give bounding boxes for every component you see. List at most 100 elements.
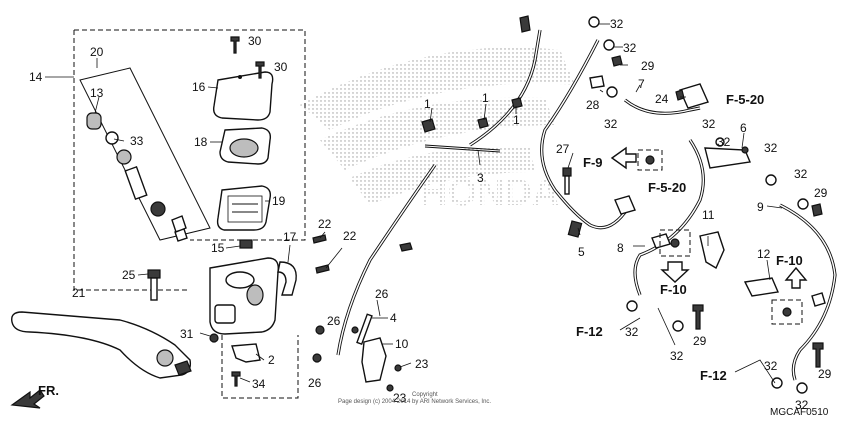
lower-bracket-dash bbox=[221, 335, 299, 399]
joint-6 bbox=[704, 137, 751, 169]
f12-leaders bbox=[619, 307, 776, 384]
callout-22-a: 22 bbox=[318, 217, 332, 231]
callout-2: 2 bbox=[268, 353, 275, 367]
callout-32-b: 32 bbox=[623, 41, 637, 55]
lower-washers-bolts bbox=[626, 174, 824, 394]
reference-labels: F-5-20 F-5-20 F-9 F-10 F-10 F-12 F-12 FR… bbox=[38, 92, 803, 398]
callout-30-a: 30 bbox=[248, 34, 262, 48]
piston-kit-parts bbox=[86, 112, 188, 242]
front-direction-arrow bbox=[10, 389, 45, 409]
ref-f-12-right: F-12 bbox=[700, 368, 727, 383]
master-cylinder-body bbox=[209, 257, 279, 335]
callout-23-b: 23 bbox=[393, 391, 407, 405]
callout-32-a: 32 bbox=[610, 17, 624, 31]
callout-16: 16 bbox=[192, 80, 206, 94]
clip-12 bbox=[743, 277, 803, 325]
ref-f-10-right: F-10 bbox=[776, 253, 803, 268]
callout-29-a: 29 bbox=[641, 59, 655, 73]
f10-arrows bbox=[660, 261, 808, 289]
callout-26-a: 26 bbox=[375, 287, 389, 301]
ref-f-12-left: F-12 bbox=[576, 324, 603, 339]
callout-26-c: 26 bbox=[308, 376, 322, 390]
switch-15 bbox=[239, 239, 253, 249]
cable-3 bbox=[421, 15, 542, 153]
piston bbox=[124, 165, 148, 201]
holder-17 bbox=[277, 261, 297, 296]
hose-8 bbox=[633, 139, 705, 296]
callout-1-c: 1 bbox=[513, 113, 520, 127]
callout-26-b: 26 bbox=[327, 314, 341, 328]
brake-lever-21 bbox=[11, 311, 192, 379]
hose-9 bbox=[779, 203, 837, 381]
washer bbox=[116, 149, 132, 165]
callout-29-c: 29 bbox=[693, 334, 707, 348]
callout-9: 9 bbox=[757, 200, 764, 214]
callout-32-c: 32 bbox=[604, 117, 618, 131]
callout-31: 31 bbox=[180, 327, 194, 341]
callout-32-g: 32 bbox=[794, 167, 808, 181]
ref-f-5-20-top: F-5-20 bbox=[726, 92, 764, 107]
ref-f-5-20-mid: F-5-20 bbox=[648, 180, 686, 195]
callout-1-a: 1 bbox=[424, 97, 431, 111]
callout-29-d: 29 bbox=[818, 367, 832, 381]
callout-27: 27 bbox=[556, 142, 570, 156]
screw-34 bbox=[231, 371, 241, 387]
part-13-boot bbox=[86, 112, 102, 130]
callout-32-h: 32 bbox=[625, 325, 639, 339]
bracket-2 bbox=[231, 343, 261, 363]
cup-seal bbox=[150, 201, 166, 217]
callout-8: 8 bbox=[617, 241, 624, 255]
spring bbox=[171, 215, 188, 242]
callout-labels: 1 1 1 2 3 4 5 6 7 8 9 10 11 12 13 14 15 … bbox=[29, 17, 832, 412]
part-33-circlip bbox=[105, 131, 119, 145]
bolt-27 bbox=[562, 167, 572, 195]
callout-5: 5 bbox=[578, 245, 585, 259]
callout-32-f: 32 bbox=[764, 141, 778, 155]
callout-10: 10 bbox=[395, 337, 409, 351]
diaphragm-19 bbox=[216, 185, 272, 231]
bolts-22 bbox=[312, 234, 330, 274]
callout-28: 28 bbox=[586, 98, 600, 112]
callout-11: 11 bbox=[702, 208, 715, 222]
callout-32-d: 32 bbox=[702, 117, 716, 131]
clip-11 bbox=[659, 229, 725, 270]
ref-f-10-left: F-10 bbox=[660, 282, 687, 297]
bolts-30 bbox=[230, 36, 265, 79]
callout-24: 24 bbox=[655, 92, 669, 106]
callout-1-b: 1 bbox=[482, 91, 489, 105]
callout-17: 17 bbox=[283, 230, 297, 244]
callout-23-a: 23 bbox=[415, 357, 429, 371]
callout-21: 21 bbox=[72, 286, 86, 300]
callout-6: 6 bbox=[740, 121, 747, 135]
callout-14: 14 bbox=[29, 70, 43, 84]
callout-33: 33 bbox=[130, 134, 144, 148]
ref-f-9: F-9 bbox=[583, 155, 603, 170]
front-label: FR. bbox=[38, 383, 59, 398]
screws-26-small bbox=[312, 325, 359, 363]
upper-fittings bbox=[588, 16, 623, 98]
callout-32-k: 32 bbox=[795, 398, 809, 412]
hose-5 bbox=[540, 39, 636, 238]
callout-7: 7 bbox=[638, 77, 645, 91]
nut-31 bbox=[209, 333, 219, 343]
watermark-text: HONDA bbox=[420, 172, 559, 214]
bolt-25 bbox=[147, 269, 161, 301]
callout-34: 34 bbox=[252, 377, 266, 391]
copyright-line-2: Page design (c) 2004-2014 by ARI Network… bbox=[338, 399, 491, 405]
callout-18: 18 bbox=[194, 135, 208, 149]
honda-wing-watermark: HONDA bbox=[300, 47, 575, 214]
callout-25: 25 bbox=[122, 268, 136, 282]
callout-29-b: 29 bbox=[814, 186, 828, 200]
callout-3: 3 bbox=[477, 171, 484, 185]
callout-13: 13 bbox=[90, 86, 104, 100]
reservoir-cap-16 bbox=[212, 71, 274, 121]
callout-19: 19 bbox=[272, 194, 286, 208]
cable-26 bbox=[336, 164, 437, 356]
callout-32-e: 32 bbox=[717, 135, 731, 149]
f9-reference bbox=[610, 146, 663, 171]
callout-15: 15 bbox=[211, 241, 225, 255]
callout-20: 20 bbox=[90, 45, 104, 59]
callout-4: 4 bbox=[390, 311, 397, 325]
callout-22-b: 22 bbox=[343, 229, 357, 243]
